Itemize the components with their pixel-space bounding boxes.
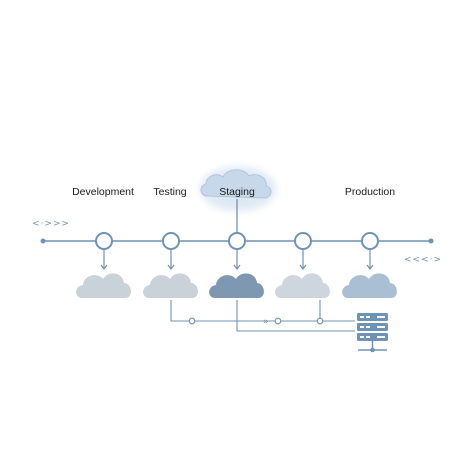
stage-label-testing: Testing	[153, 186, 186, 198]
node-connectors	[100, 249, 374, 270]
stage-node-development-icon	[95, 232, 113, 250]
stage-label-production: Production	[345, 186, 395, 198]
connector-arrows-icon: »	[263, 317, 270, 327]
server-rack-icon	[357, 313, 388, 353]
stage-node-4-icon	[294, 232, 312, 250]
staging-highlight	[200, 167, 276, 211]
stage-clouds	[76, 273, 397, 298]
stage-label-staging: Staging	[219, 186, 255, 198]
timeline-start-dot	[40, 238, 46, 244]
cloud-production-icon	[342, 273, 397, 298]
stage-node-production-icon	[361, 232, 379, 250]
server-connectors	[170, 300, 355, 332]
cloud-staging-icon	[209, 273, 264, 298]
left-arrows-icon: <·>>>	[32, 219, 70, 229]
stage-node-staging-icon	[228, 232, 246, 250]
stage-node-testing-icon	[162, 232, 180, 250]
cloud-stage-4-icon	[275, 273, 330, 298]
cloud-development-icon	[76, 273, 131, 298]
right-arrows-icon: <<<·>	[404, 255, 442, 265]
cloud-testing-icon	[143, 273, 198, 298]
stage-label-development: Development	[72, 186, 134, 198]
stage-nodes	[95, 232, 379, 250]
timeline-end-dot	[428, 238, 434, 244]
